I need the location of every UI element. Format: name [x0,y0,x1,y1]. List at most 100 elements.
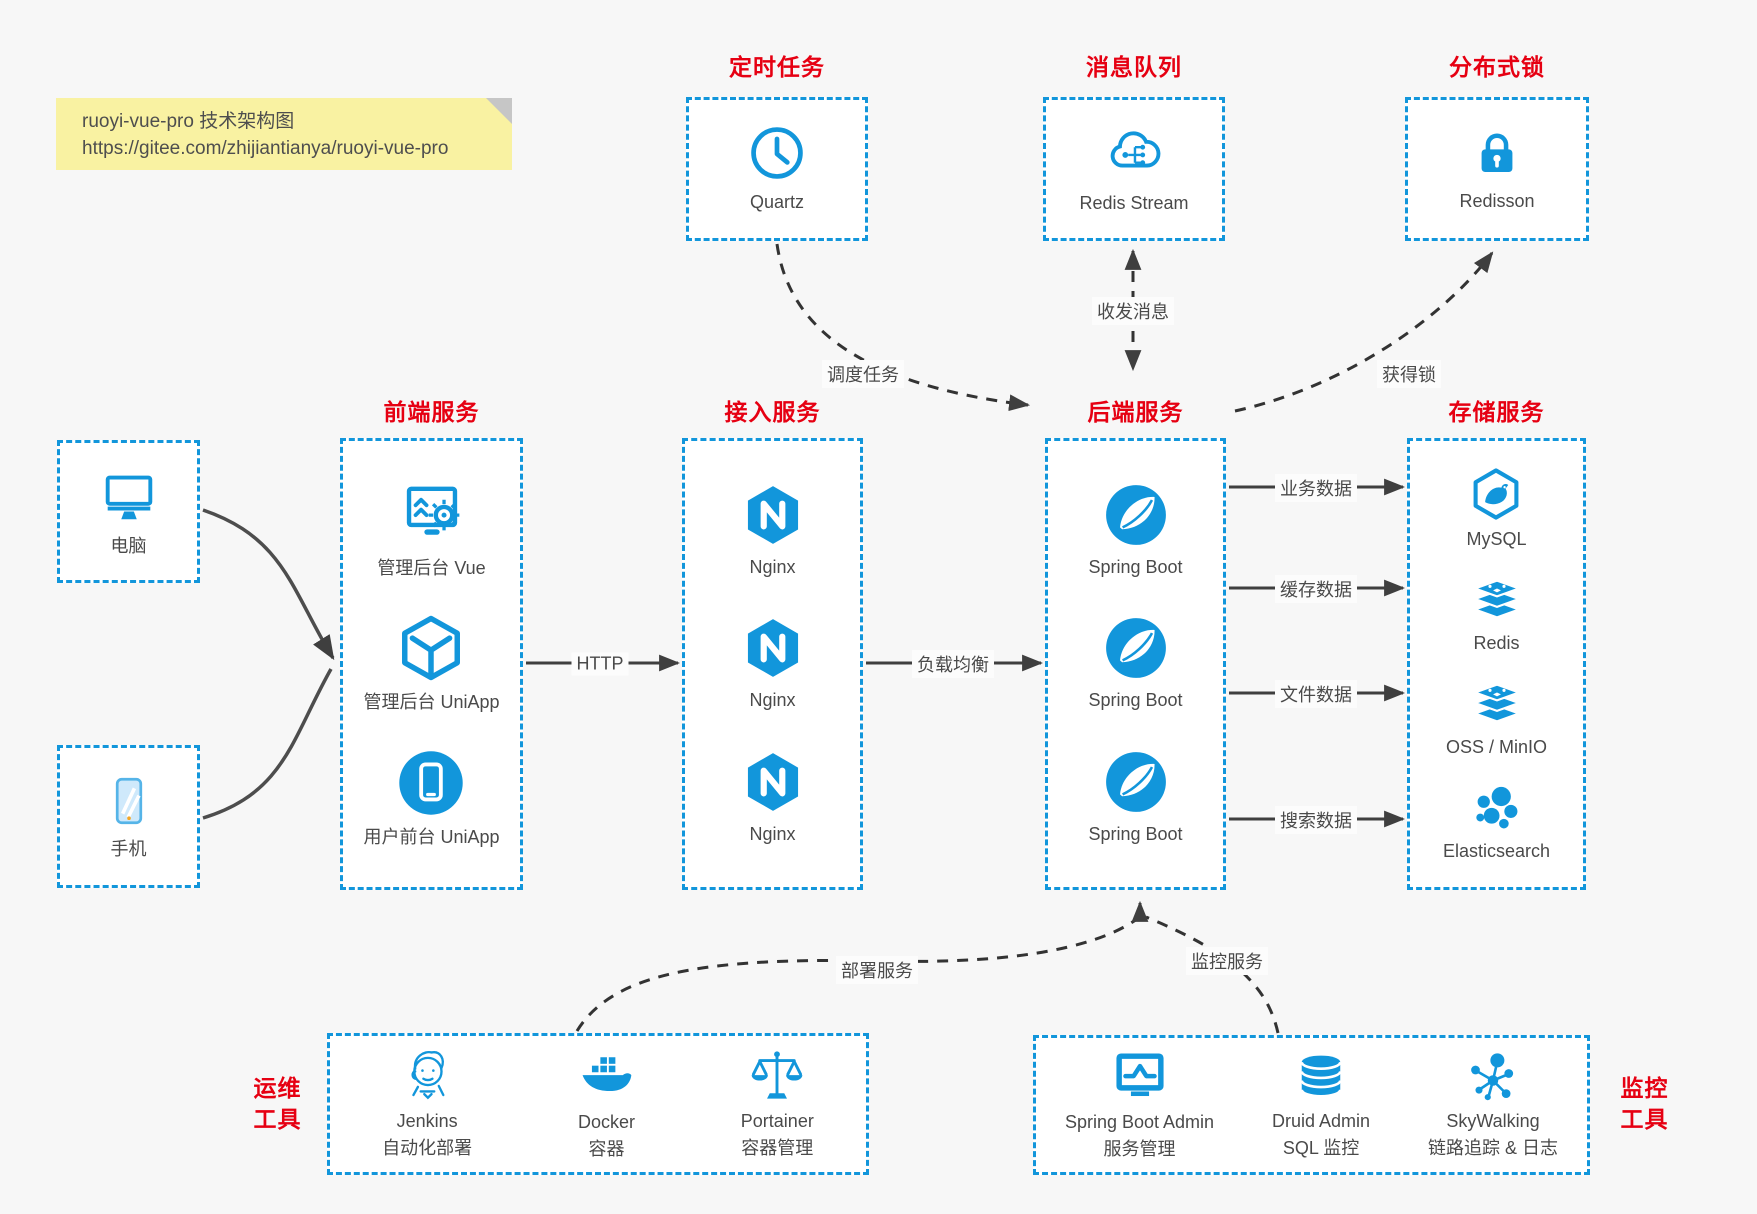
node-label: Spring Boot Admin [1064,1112,1215,1133]
node-label: Jenkins [396,1111,458,1132]
edge-label-file-data: 文件数据 [1275,680,1357,708]
group-title-message-queue: 消息队列 [1086,54,1182,80]
spring-boot-node: Spring Boot [1088,615,1183,712]
smartphone-icon [100,772,158,830]
edge-label-send-receive-msg: 收发消息 [1092,297,1174,325]
node-label: Druid Admin [1272,1111,1371,1132]
spring-boot-node: Spring Boot [1088,749,1183,846]
node-label: Spring Boot [1088,824,1183,845]
spring-boot-node: Spring Boot [1088,482,1183,579]
pc-node: 电脑 [98,465,160,558]
monitor-service-curve [1145,915,1280,1034]
edge-label-monitor-service: 监控服务 [1186,947,1268,975]
node-sublabel: 容器 [588,1139,625,1160]
edge-label-business-data: 业务数据 [1275,474,1357,502]
edge-label-http: HTTP [571,652,629,676]
nginx-icon [740,749,806,815]
mysql-node: MySQL [1466,465,1527,551]
spring-boot-admin-node: Spring Boot Admin 服务管理 [1065,1048,1214,1162]
phone-node: 手机 [100,772,158,861]
note-url: https://gitee.com/zhijiantianya/ruoyi-vu… [82,138,449,159]
ops-title-line1: 运维 [253,1075,302,1101]
monitor-title-line1: 监控 [1620,1075,1669,1101]
schedule-task-curve [775,243,1031,412]
node-label: Spring Boot [1088,690,1183,711]
frontend-box: 管理后台 Vue 管理后台 UniApp 用户前台 UniApp [340,438,523,890]
portainer-node: Portainer 容器管理 [741,1047,814,1161]
nginx-node: Nginx [740,482,806,579]
skywalking-node: SkyWalking 链路追踪 & 日志 [1428,1049,1558,1161]
cloud-stream-icon [1103,122,1165,184]
gateway-box: Nginx Nginx Nginx [682,438,863,890]
note-title: ruoyi-vue-pro 技术架构图 [82,111,295,132]
group-title-storage: 存储服务 [1448,399,1545,425]
redis-icon [1469,571,1525,627]
nginx-node: Nginx [740,615,806,712]
node-sublabel: 服务管理 [1103,1139,1176,1160]
redis-node: Redis [1469,571,1525,655]
node-label: 用户前台 UniApp [363,827,500,848]
group-title-monitor-tools: 监控 工具 [1602,1073,1687,1135]
pc-to-frontend-arrow [202,508,335,661]
node-sublabel: SQL 监控 [1282,1138,1360,1159]
admin-vue-node: 管理后台 Vue [377,479,486,580]
storage-box: MySQL Redis OSS / MinIO Elasticsearch [1407,438,1586,890]
edge-label-cache-data: 缓存数据 [1275,575,1357,603]
node-label: Quartz [749,192,805,213]
nginx-node: Nginx [740,749,806,846]
edge-label-search-data: 搜索数据 [1275,806,1357,834]
elasticsearch-node: Elasticsearch [1443,779,1550,863]
clock-icon [747,123,807,183]
node-label: Portainer [740,1111,814,1132]
quartz-node: Quartz [747,123,807,214]
spring-icon [1103,749,1169,815]
uniapp-cube-icon [396,613,466,683]
group-title-frontend: 前端服务 [383,399,480,425]
backend-box: Spring Boot Spring Boot Spring Boot [1045,438,1226,890]
redisson-node: Redisson [1459,124,1535,213]
portainer-icon [748,1047,806,1105]
edge-label-acquire-lock: 获得锁 [1377,360,1441,388]
node-label: Redis Stream [1079,193,1189,214]
node-label: Redisson [1459,191,1535,212]
note-fold-corner [486,98,512,124]
node-label: Docker [577,1112,635,1133]
node-label: 管理后台 UniApp [363,692,500,713]
admin-vue-icon [397,479,467,549]
docker-node: Docker 容器 [576,1046,636,1162]
node-sublabel: 链路追踪 & 日志 [1427,1138,1558,1159]
nginx-icon [740,615,806,681]
node-label: Nginx [749,690,796,711]
sticky-note: ruoyi-vue-pro 技术架构图 https://gitee.com/zh… [56,98,512,170]
redis-icon [1469,675,1525,731]
elasticsearch-icon [1468,779,1524,835]
node-label: Elasticsearch [1442,840,1551,861]
sba-icon [1111,1048,1169,1106]
docker-icon [576,1046,636,1106]
monitor-tools-box: Spring Boot Admin 服务管理 Druid Admin SQL 监… [1033,1035,1590,1175]
ops-title-line2: 工具 [253,1106,302,1133]
node-label: 手机 [110,838,147,859]
node-label: OSS / MinIO [1445,736,1548,757]
spring-icon [1103,482,1169,548]
edge-label-load-balance: 负载均衡 [912,650,994,678]
monitor-title-line2: 工具 [1620,1106,1669,1133]
acquire-lock-curve [1234,251,1494,413]
redisson-box: Redisson [1405,97,1589,241]
node-label: Nginx [749,824,796,845]
group-title-distributed-lock: 分布式锁 [1449,54,1545,80]
group-title-ops-tools: 运维 工具 [235,1073,320,1135]
node-label: 管理后台 Vue [377,557,486,578]
desktop-icon [98,465,160,527]
user-uniapp-node: 用户前台 UniApp [363,748,500,849]
nginx-icon [740,482,806,548]
user-app-icon [396,748,466,818]
pc-box: 电脑 [57,440,200,583]
oss-minio-node: OSS / MinIO [1446,675,1547,759]
phone-box: 手机 [57,745,200,888]
druid-icon [1293,1049,1349,1105]
group-title-gateway: 接入服务 [724,399,821,425]
jenkins-node: Jenkins 自动化部署 [382,1047,472,1161]
lock-icon [1468,124,1526,182]
edge-label-deploy-service: 部署服务 [836,956,918,984]
